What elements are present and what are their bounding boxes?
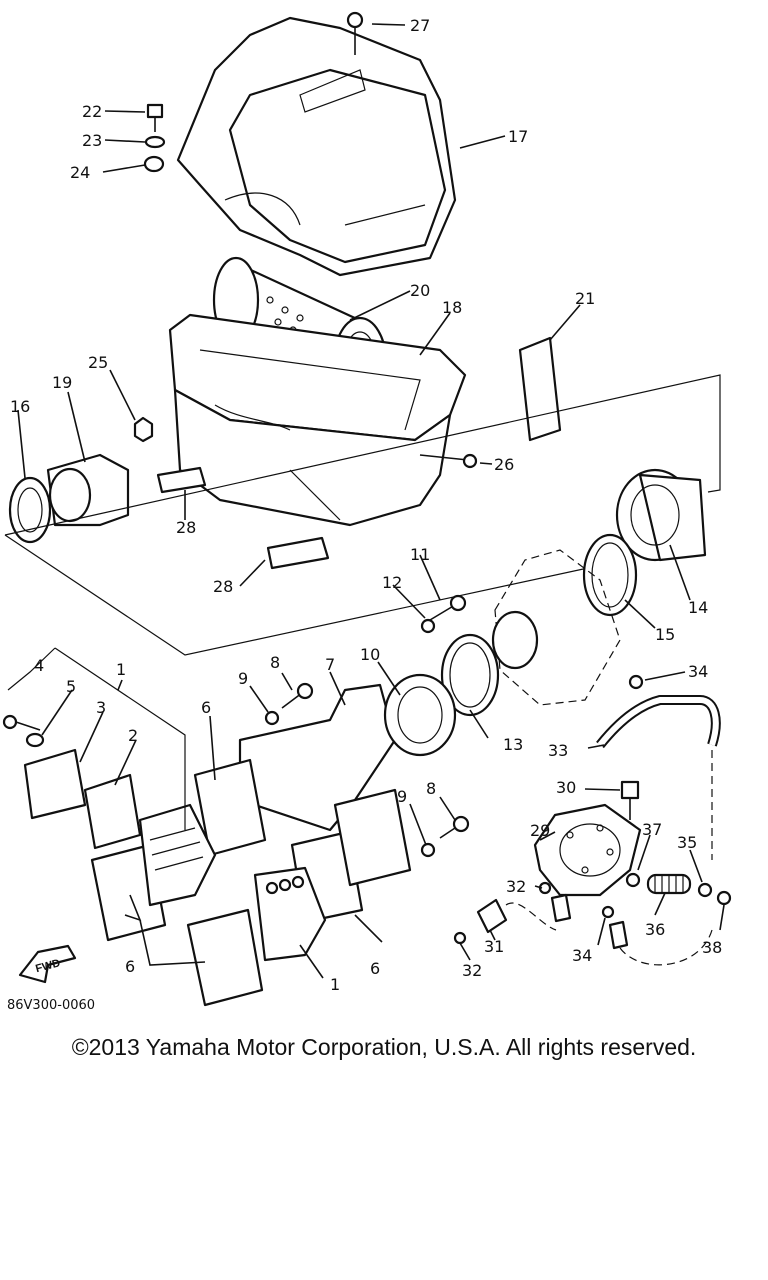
foam-21 bbox=[518, 336, 562, 442]
label-3: 3 bbox=[96, 698, 106, 717]
spring-36 bbox=[646, 873, 692, 895]
label-23: 23 bbox=[82, 131, 102, 150]
label-28-upper: 28 bbox=[176, 518, 196, 537]
assembly-outline-lower bbox=[4, 534, 626, 656]
label-7: 7 bbox=[325, 655, 335, 674]
label-32-lower: 32 bbox=[462, 961, 482, 980]
bolt-30 bbox=[620, 780, 640, 820]
label-34-upper: 34 bbox=[688, 662, 708, 681]
label-25: 25 bbox=[88, 353, 108, 372]
assembly-outline bbox=[4, 374, 721, 536]
label-10: 10 bbox=[360, 645, 380, 664]
label-33: 33 bbox=[548, 741, 568, 760]
washer-5 bbox=[25, 732, 45, 748]
label-1-lower: 1 bbox=[330, 975, 340, 994]
label-21: 21 bbox=[575, 289, 595, 308]
fwd-arrow-icon: FWD bbox=[18, 944, 77, 984]
clip-37 bbox=[625, 872, 641, 888]
label-19: 19 bbox=[52, 373, 72, 392]
label-4: 4 bbox=[34, 656, 44, 675]
hose-route-lower bbox=[619, 929, 713, 966]
label-14: 14 bbox=[688, 598, 708, 617]
label-20: 20 bbox=[410, 281, 430, 300]
bolt-11 bbox=[420, 594, 467, 634]
air-box-cover bbox=[176, 16, 457, 277]
label-8-upper: 8 bbox=[270, 653, 280, 672]
label-6-top: 6 bbox=[201, 698, 211, 717]
fuel-hose-33-inner bbox=[597, 697, 719, 747]
reed-valve-right bbox=[253, 866, 327, 962]
hose-route-mid bbox=[505, 902, 557, 931]
intake-joint bbox=[582, 468, 707, 617]
label-31: 31 bbox=[484, 937, 504, 956]
gasket-manifold bbox=[333, 788, 412, 887]
fuel-pump bbox=[533, 803, 642, 897]
label-27: 27 bbox=[410, 16, 430, 35]
screw-4 bbox=[2, 714, 41, 731]
label-2: 2 bbox=[128, 726, 138, 745]
clip-38 bbox=[716, 890, 732, 906]
label-6-bottom-left: 6 bbox=[125, 957, 135, 976]
bolt-27 bbox=[346, 11, 364, 55]
bracket-4 bbox=[7, 647, 56, 691]
air-box-case bbox=[168, 313, 467, 527]
screw-26 bbox=[419, 453, 478, 469]
hose-31 bbox=[476, 898, 508, 934]
clip-32-lower bbox=[453, 931, 467, 945]
label-18: 18 bbox=[442, 298, 462, 317]
label-1-upper: 1 bbox=[116, 660, 126, 679]
reed-valve-left bbox=[138, 803, 217, 907]
label-36: 36 bbox=[645, 920, 665, 939]
part-number-labels: 27 22 23 24 17 20 18 21 25 19 16 26 28 2… bbox=[10, 16, 722, 994]
label-34-lower: 34 bbox=[572, 946, 592, 965]
exploded-parts-diagram: FWD bbox=[2, 11, 732, 1007]
label-15: 15 bbox=[655, 625, 675, 644]
copyright-notice: ©2013 Yamaha Motor Corporation, U.S.A. A… bbox=[71, 1034, 697, 1060]
carburetor-outline bbox=[491, 549, 621, 706]
label-26: 26 bbox=[494, 455, 514, 474]
clip-34-upper bbox=[628, 674, 644, 690]
pad-28a bbox=[156, 466, 207, 494]
air-box-joint bbox=[8, 453, 130, 544]
label-9-upper: 9 bbox=[238, 669, 248, 688]
label-38: 38 bbox=[702, 938, 722, 957]
label-32-upper: 32 bbox=[506, 877, 526, 896]
bolt-8-upper bbox=[264, 682, 314, 726]
label-29: 29 bbox=[530, 821, 550, 840]
stopper-3 bbox=[23, 748, 87, 820]
pad-28b bbox=[266, 536, 330, 570]
nut-25 bbox=[133, 416, 154, 443]
label-8-lower: 8 bbox=[426, 779, 436, 798]
label-9-lower: 9 bbox=[397, 787, 407, 806]
label-6-mid-right: 6 bbox=[370, 959, 380, 978]
hose-small-a bbox=[550, 893, 572, 923]
hose-small-b bbox=[608, 920, 629, 950]
reed-petal-2 bbox=[83, 773, 142, 850]
label-35: 35 bbox=[677, 833, 697, 852]
label-17: 17 bbox=[508, 127, 528, 146]
hose-clamp-13 bbox=[440, 633, 500, 717]
intake-manifold bbox=[238, 673, 457, 832]
label-28-lower: 28 bbox=[213, 577, 233, 596]
label-11: 11 bbox=[410, 545, 430, 564]
clip-34-lower bbox=[601, 905, 615, 919]
drawing-code: 86V300-0060 bbox=[7, 998, 96, 1013]
bracket-1 bbox=[54, 647, 186, 830]
label-30: 30 bbox=[556, 778, 576, 797]
label-24: 24 bbox=[70, 163, 90, 182]
label-22: 22 bbox=[82, 102, 102, 121]
label-5: 5 bbox=[66, 677, 76, 696]
label-12: 12 bbox=[382, 573, 402, 592]
label-16: 16 bbox=[10, 397, 30, 416]
bolt-washer-grommet bbox=[143, 103, 166, 173]
bolt-8-lower bbox=[420, 815, 470, 858]
clip-35 bbox=[697, 882, 713, 898]
gasket-6d bbox=[186, 908, 264, 1007]
leader-lines bbox=[17, 23, 725, 979]
gasket-6a bbox=[193, 758, 267, 857]
label-37: 37 bbox=[642, 820, 662, 839]
label-13: 13 bbox=[503, 735, 523, 754]
